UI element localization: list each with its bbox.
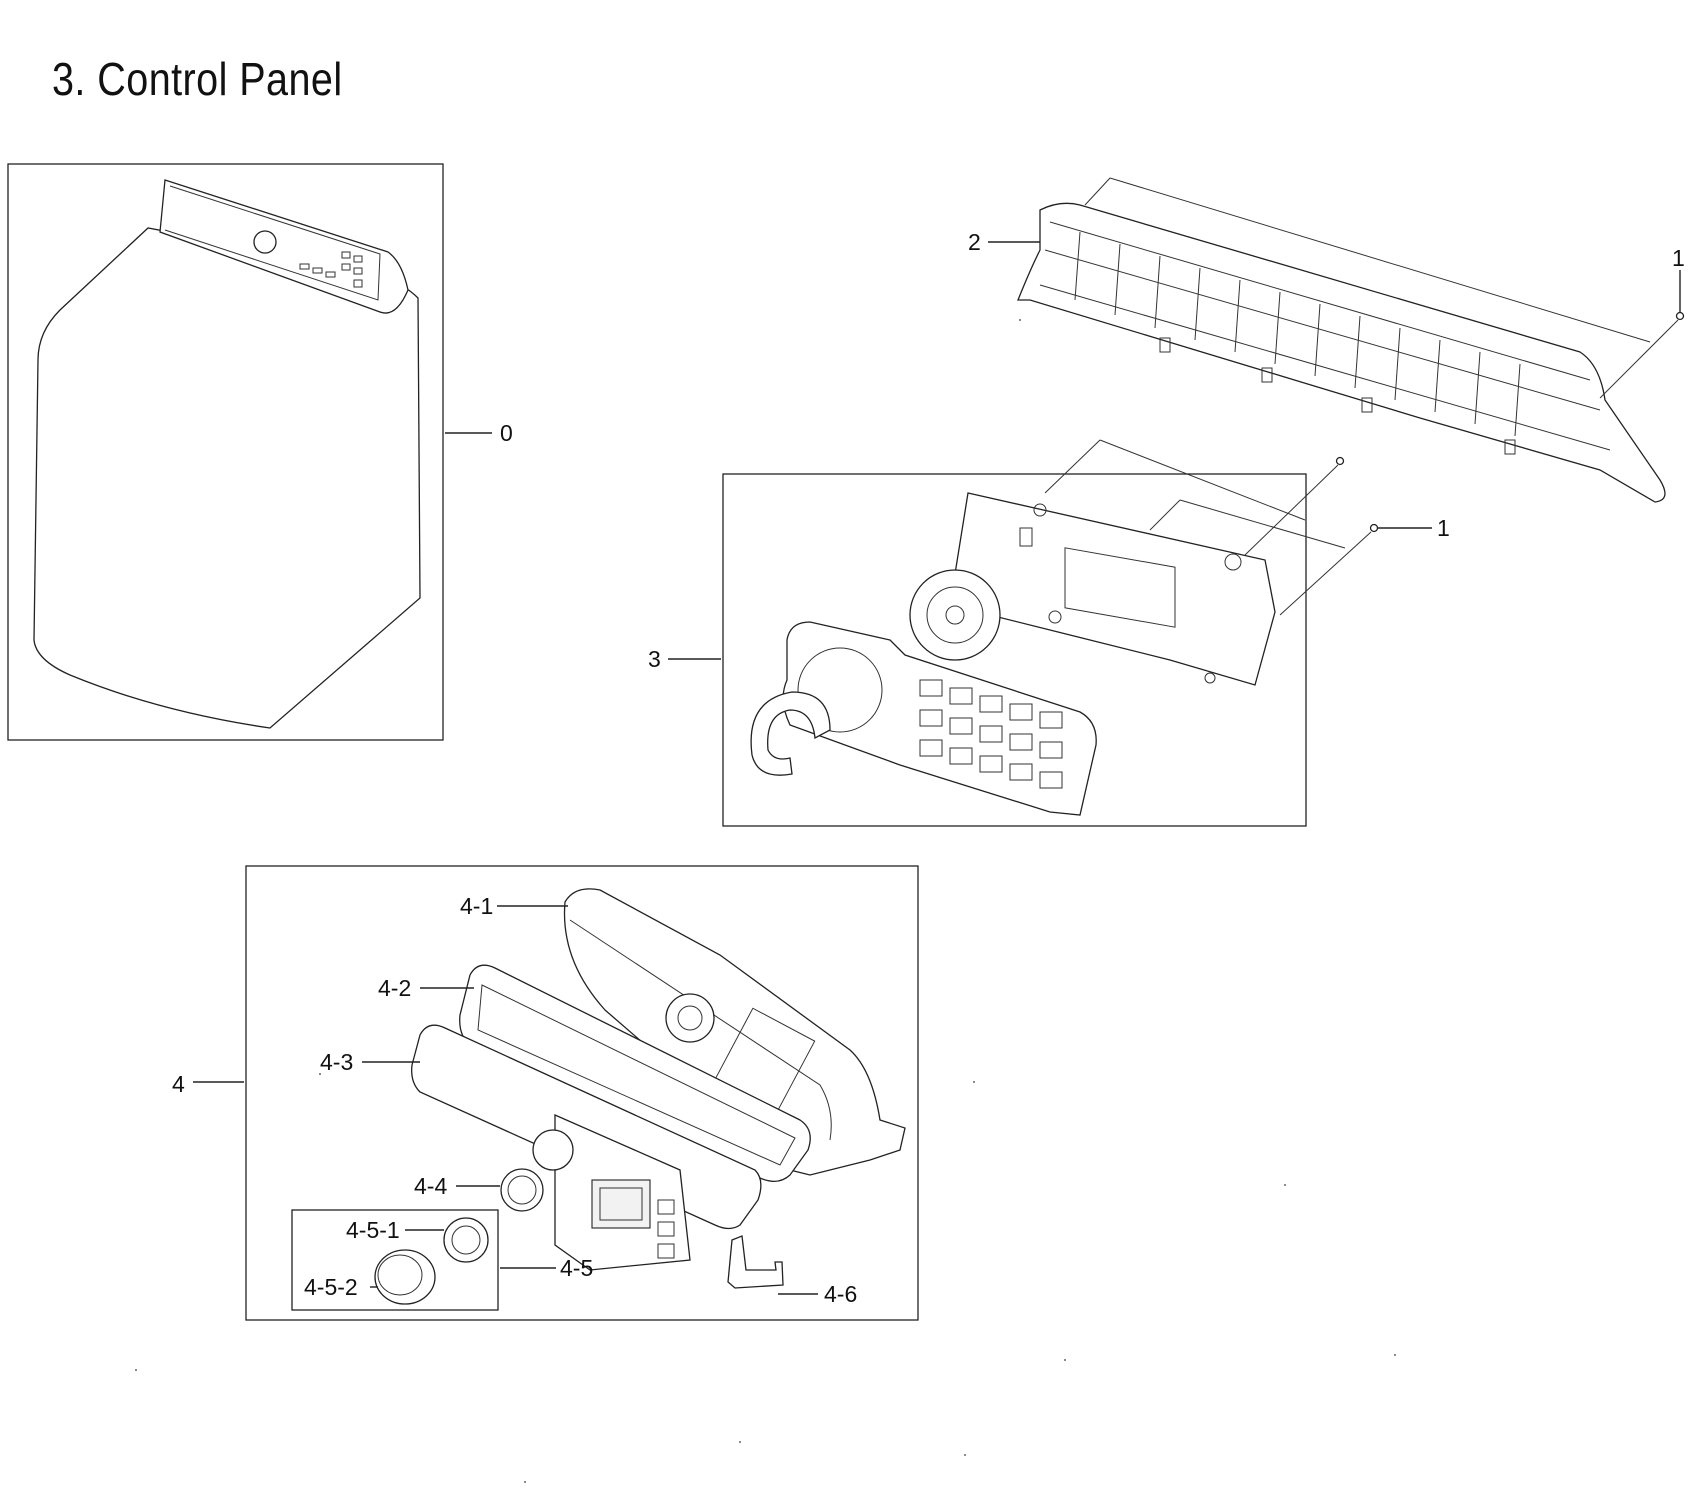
front-panel-knob-hole	[532, 1129, 574, 1171]
callout-4-5: 4-5	[560, 1255, 593, 1281]
part-4-6-clip	[727, 1235, 784, 1289]
encoder-ring	[909, 569, 1001, 661]
part-4-5-2-knob-cap	[374, 1249, 436, 1305]
callout-1-right: 1	[1437, 515, 1450, 541]
callout-4: 4	[172, 1071, 185, 1097]
callout-4-1: 4-1	[460, 893, 493, 919]
screw-1-a	[1335, 456, 1345, 466]
callout-4-2: 4-2	[378, 975, 411, 1001]
frame-0	[7, 163, 444, 741]
sub-pcb-components	[919, 679, 1063, 789]
part-4-5-1-knob-ring	[443, 1217, 489, 1263]
callout-4-4: 4-4	[414, 1173, 447, 1199]
assembly-0-washer: 0	[7, 163, 513, 741]
c-ring	[750, 691, 831, 776]
screw-1-b	[1369, 523, 1379, 533]
frame-4-5	[291, 1209, 499, 1311]
frame-4	[245, 865, 919, 1321]
callout-0: 0	[500, 420, 513, 446]
frame-3	[722, 473, 1307, 827]
part-4-1-housing	[563, 888, 906, 1176]
washer-buttons	[299, 251, 363, 288]
main-pcb-board	[949, 492, 1276, 686]
assembly-3-pcb: 1 3	[648, 439, 1450, 827]
assembly-4-front-panel: 4-1 4-2 4-3 4 4-4 4-5-1 4-5-2 4-5 4-6	[172, 865, 919, 1321]
callout-4-6: 4-6	[824, 1281, 857, 1307]
part-4-4-ring	[500, 1168, 544, 1212]
front-panel-display	[591, 1179, 651, 1229]
washer-dial	[253, 230, 277, 254]
part-4-1-knob-seat	[665, 993, 715, 1043]
callout-4-3: 4-3	[320, 1049, 353, 1075]
callout-3: 3	[648, 646, 661, 672]
scan-specks	[135, 319, 1396, 1483]
panel-frame-shell	[1017, 202, 1666, 503]
callout-2: 2	[968, 229, 981, 255]
callout-1-top: 1	[1672, 245, 1685, 271]
panel-frame-ribs	[1074, 231, 1521, 437]
page-title: 3. Control Panel	[52, 53, 343, 105]
part-2-panel-frame: 2 1	[968, 177, 1685, 503]
callout-4-5-2: 4-5-2	[304, 1274, 358, 1300]
callout-4-5-1: 4-5-1	[346, 1217, 400, 1243]
screw-1-top	[1675, 311, 1685, 321]
washer-control-panel	[159, 179, 409, 314]
